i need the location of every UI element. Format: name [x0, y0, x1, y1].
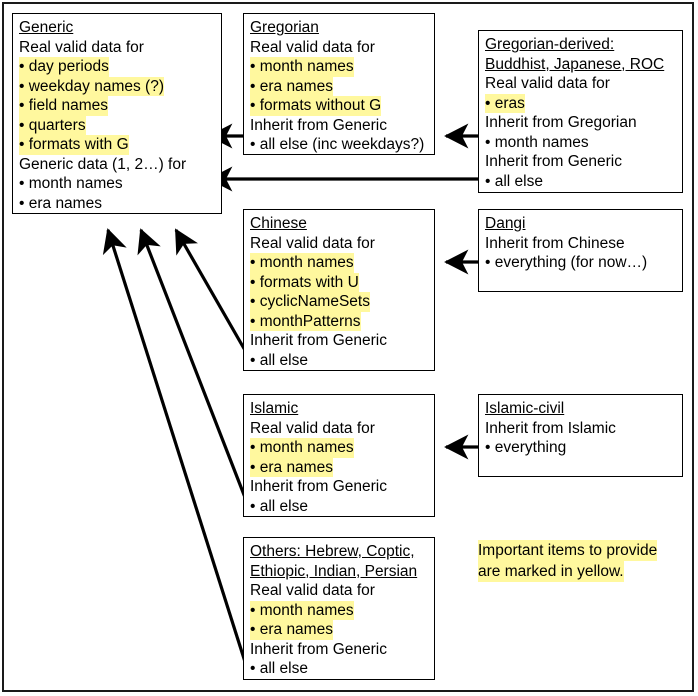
box-generic-line-4: • quarters	[19, 115, 86, 135]
box-islamic-line-2: • era names	[250, 457, 333, 477]
box-islamic-line-0: Real valid data for	[250, 419, 375, 437]
box-generic-title-wrap: Generic	[19, 18, 216, 38]
box-generic-line-2: • weekday names (?)	[19, 76, 164, 96]
legend-note: Important items to provide are marked in…	[478, 540, 658, 582]
box-gregorian-derived-title-wrap: Gregorian-derived:	[485, 35, 677, 55]
box-dangi[interactable]: Dangi Inherit from Chinese • everything …	[478, 209, 683, 292]
box-islamic-line-3: Inherit from Generic	[250, 478, 387, 495]
box-generic-line-6: Generic data (1, 2…) for	[19, 155, 187, 173]
box-others-line-0: Real valid data for	[250, 582, 375, 599]
box-islamic-civil-title-wrap: Islamic-civil	[485, 399, 677, 419]
box-gregorian-derived-line-3: • month names	[485, 133, 589, 151]
box-gregorian-line-5: • all else (inc weekdays?)	[250, 136, 425, 153]
box-gregorian-line-2: • era names	[250, 76, 333, 96]
box-gregorian-derived-line-4: Inherit from Generic	[485, 153, 622, 170]
box-islamic-title-wrap: Islamic	[250, 399, 429, 419]
box-gregorian-derived-line-5: • all else	[485, 172, 543, 190]
box-chinese-line-3: • cyclicNameSets	[250, 292, 370, 312]
box-others-title2: Ethiopic, Indian, Persian	[250, 562, 418, 580]
box-gregorian-line-1: • month names	[250, 57, 354, 77]
box-islamic-line-1: • month names	[250, 438, 354, 458]
box-islamic-title: Islamic	[250, 400, 299, 417]
box-islamic-civil-line-0: Inherit from Islamic	[485, 419, 616, 437]
box-generic-line-3: • field names	[19, 96, 108, 116]
box-gregorian-line-3: • formats without G	[250, 96, 382, 116]
box-gregorian-line-4: Inherit from Generic	[250, 116, 387, 134]
box-generic-title: Generic	[19, 19, 74, 36]
box-gregorian-title-wrap: Gregorian	[250, 18, 429, 38]
box-chinese-line-1: • month names	[250, 253, 354, 273]
box-chinese-line-4: • monthPatterns	[250, 311, 361, 331]
box-chinese-line-6: • all else	[250, 351, 308, 369]
box-gregorian-derived-title2: Buddhist, Japanese, ROC	[485, 55, 665, 73]
box-others-line-2: • era names	[250, 620, 333, 640]
box-generic-line-1: • day periods	[19, 57, 109, 77]
box-dangi-title-wrap: Dangi	[485, 214, 677, 234]
box-others-title-wrap: Others: Hebrew, Coptic,	[250, 542, 429, 562]
box-gregorian-derived-title2-wrap: Buddhist, Japanese, ROC	[485, 55, 677, 75]
box-gregorian-derived-title: Gregorian-derived:	[485, 36, 615, 53]
box-islamic-civil-title: Islamic-civil	[485, 400, 565, 417]
box-dangi-line-0: Inherit from Chinese	[485, 234, 625, 252]
box-chinese-title: Chinese	[250, 215, 307, 232]
box-others[interactable]: Others: Hebrew, Coptic, Ethiopic, Indian…	[243, 537, 435, 680]
box-gregorian-derived-line-1: • eras	[485, 93, 525, 113]
box-chinese-line-0: Real valid data for	[250, 234, 375, 252]
box-dangi-line-1: • everything (for now…)	[485, 254, 648, 271]
box-generic[interactable]: Generic Real valid data for • day period…	[12, 13, 222, 214]
box-generic-line-5: • formats with G	[19, 135, 129, 155]
box-dangi-title: Dangi	[485, 215, 526, 232]
box-chinese-title-wrap: Chinese	[250, 214, 429, 234]
box-others-title2-wrap: Ethiopic, Indian, Persian	[250, 562, 429, 582]
legend-note-line-2: are marked in yellow.	[478, 561, 624, 582]
box-islamic-line-4: • all else	[250, 497, 308, 515]
box-islamic-civil-line-1: • everything	[485, 439, 567, 456]
box-generic-line-0: Real valid data for	[19, 38, 144, 56]
box-gregorian-line-0: Real valid data for	[250, 38, 375, 56]
box-islamic[interactable]: Islamic Real valid data for • month name…	[243, 394, 435, 517]
box-others-line-4: • all else	[250, 660, 308, 677]
box-chinese-line-5: Inherit from Generic	[250, 332, 387, 349]
box-gregorian-derived-line-0: Real valid data for	[485, 75, 610, 92]
box-generic-line-7: • month names	[19, 175, 123, 192]
box-others-title: Others: Hebrew, Coptic,	[250, 543, 415, 560]
box-chinese-line-2: • formats with U	[250, 272, 359, 292]
box-gregorian-derived[interactable]: Gregorian-derived: Buddhist, Japanese, R…	[478, 30, 683, 193]
box-others-line-3: Inherit from Generic	[250, 640, 387, 658]
box-gregorian-derived-line-2: Inherit from Gregorian	[485, 114, 637, 131]
box-generic-line-8: • era names	[19, 194, 102, 212]
box-gregorian[interactable]: Gregorian Real valid data for • month na…	[243, 13, 435, 155]
box-islamic-civil[interactable]: Islamic-civil Inherit from Islamic • eve…	[478, 394, 683, 477]
box-chinese[interactable]: Chinese Real valid data for • month name…	[243, 209, 435, 371]
box-others-line-1: • month names	[250, 600, 354, 620]
box-gregorian-title: Gregorian	[250, 19, 319, 36]
legend-note-line-1: Important items to provide	[478, 540, 658, 561]
